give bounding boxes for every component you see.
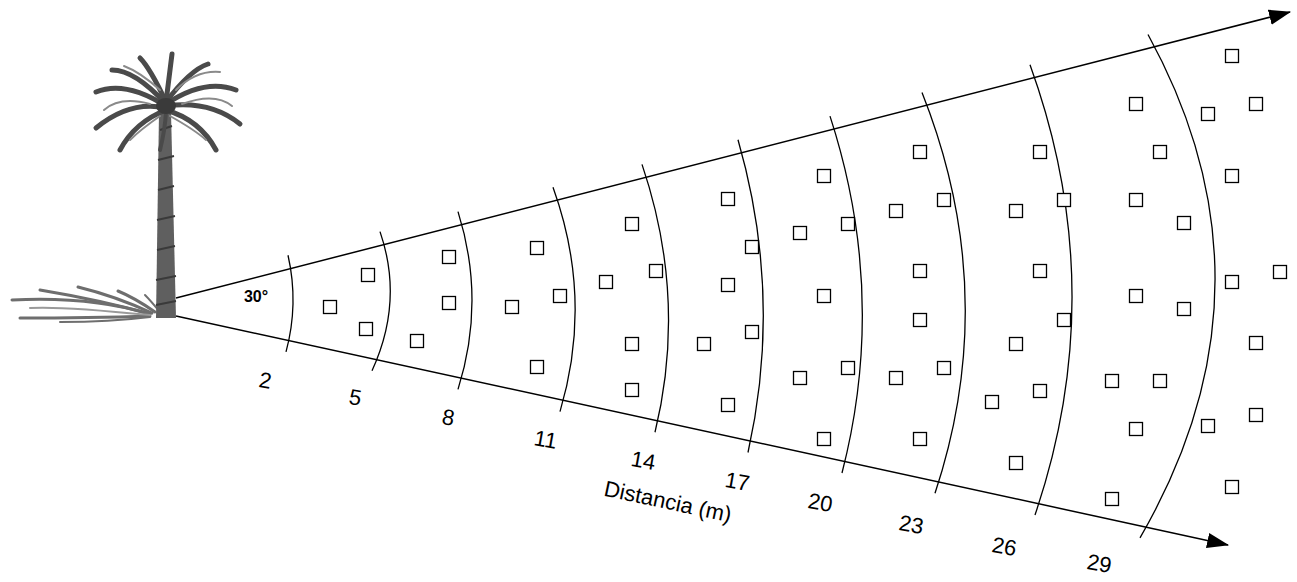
quadrat-square: [938, 194, 951, 207]
quadrat-square: [1034, 385, 1047, 398]
quadrat-square: [443, 297, 456, 310]
quadrat-square: [1154, 146, 1167, 159]
distance-arc: [286, 255, 293, 352]
quadrat-square: [411, 335, 424, 348]
quadrat-square: [1130, 194, 1143, 207]
quadrat-square: [698, 338, 711, 351]
distance-number: 5: [347, 386, 363, 410]
distance-arc: [1030, 65, 1072, 515]
quadrat-square: [1250, 409, 1263, 422]
quadrat-square: [746, 326, 759, 339]
quadrat-square: [626, 218, 639, 231]
quadrat-square: [362, 269, 375, 282]
quadrat-square: [842, 362, 855, 375]
distance-number: 20: [806, 490, 834, 516]
quadrat-square: [1010, 457, 1023, 470]
quadrat-square: [554, 290, 567, 303]
quadrat-square: [1178, 217, 1191, 230]
distance-number: 11: [532, 427, 558, 453]
quadrat-square: [914, 265, 927, 278]
quadrat-square: [626, 338, 639, 351]
quadrat-square: [1058, 194, 1071, 207]
quadrat-square: [794, 372, 807, 385]
quadrat-square: [842, 218, 855, 231]
distance-arcs: [286, 34, 1215, 537]
quadrat-square: [650, 265, 663, 278]
quadrat-square: [600, 276, 613, 289]
quadrat-square: [1130, 423, 1143, 436]
distance-number: 17: [723, 469, 751, 495]
quadrat-square: [531, 361, 544, 374]
quadrat-square: [1250, 337, 1263, 350]
quadrat-square: [722, 279, 735, 292]
quadrat-square: [506, 301, 519, 314]
quadrat-square: [1010, 338, 1023, 351]
quadrat-square: [794, 227, 807, 240]
quadrat-square: [1154, 375, 1167, 388]
quadrat-square: [914, 433, 927, 446]
quadrat-square: [722, 399, 735, 412]
quadrat-square: [1106, 375, 1119, 388]
angle-label: 30°: [244, 289, 268, 305]
sample-quadrats: [324, 50, 1287, 506]
quadrat-square: [818, 170, 831, 183]
distance-arc: [830, 116, 862, 473]
quadrat-square: [818, 290, 831, 303]
distance-arc: [372, 232, 390, 371]
quadrat-square: [1226, 481, 1239, 494]
quadrat-square: [1106, 493, 1119, 506]
quadrat-square: [722, 193, 735, 206]
quadrat-square: [914, 314, 927, 327]
quadrat-square: [1058, 314, 1071, 327]
distance-arc: [642, 164, 669, 432]
quadrat-square: [1226, 170, 1239, 183]
quadrat-square: [1010, 205, 1023, 218]
distance-arc: [458, 212, 472, 390]
quadrat-square: [626, 384, 639, 397]
quadrat-square: [443, 251, 456, 264]
quadrat-square: [1034, 265, 1047, 278]
quadrat-square: [1178, 303, 1191, 316]
quadrat-square: [1226, 276, 1239, 289]
distance-number: 2: [257, 369, 273, 393]
quadrat-square: [986, 396, 999, 409]
quadrat-square: [1202, 420, 1215, 433]
distance-arc: [922, 92, 965, 493]
quadrat-square: [531, 242, 544, 255]
distance-arc: [738, 140, 763, 453]
quadrat-square: [1202, 108, 1215, 121]
distance-number: 29: [1085, 551, 1113, 577]
quadrat-square: [1130, 290, 1143, 303]
axis-title: Distancia (m): [602, 478, 733, 526]
quadrat-square: [324, 301, 337, 314]
distance-number: 14: [629, 448, 657, 474]
quadrat-square: [914, 146, 927, 159]
sector-boundary-arrow: [176, 12, 1290, 298]
distance-number: 8: [440, 406, 456, 430]
distance-arc: [1140, 34, 1215, 537]
quadrat-square: [1130, 98, 1143, 111]
distance-number: 26: [990, 534, 1018, 560]
palm-tree: [96, 54, 240, 318]
quadrat-square: [890, 372, 903, 385]
quadrat-square: [818, 433, 831, 446]
quadrat-square: [1274, 266, 1287, 279]
distance-number: 23: [897, 512, 925, 538]
quadrat-square: [890, 205, 903, 218]
quadrat-square: [1034, 146, 1047, 159]
distance-arc: [553, 187, 575, 411]
quadrat-square: [746, 241, 759, 254]
quadrat-square: [1250, 98, 1263, 111]
quadrat-square: [360, 323, 373, 336]
quadrat-square: [938, 362, 951, 375]
quadrat-square: [1226, 50, 1239, 63]
ground-palm: [12, 287, 160, 322]
